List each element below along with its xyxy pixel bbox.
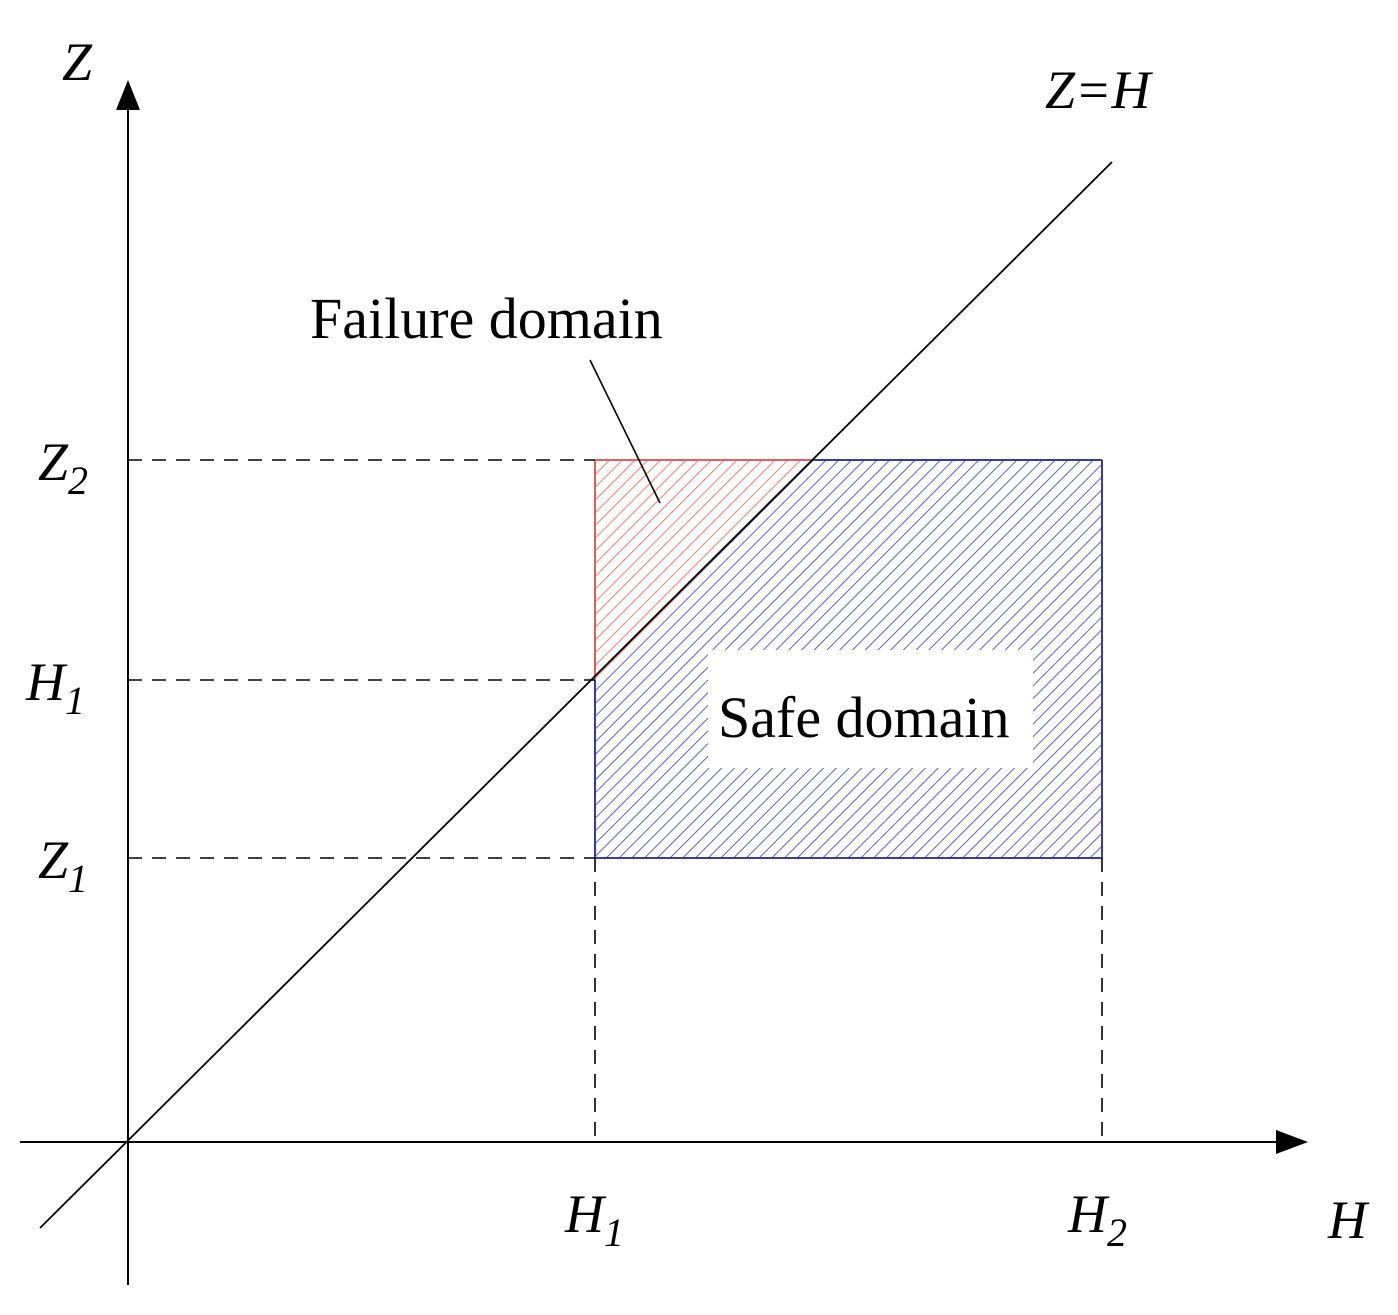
y-tick-h1: H1 (25, 652, 85, 723)
y-tick-z2: Z2 (38, 432, 88, 503)
y-tick-z1: Z1 (38, 830, 88, 901)
line-label: Z=H (1045, 60, 1153, 120)
safe-domain-label: Safe domain (718, 685, 1010, 750)
guide-lines (128, 459, 1103, 1142)
safe-label-background (708, 650, 1033, 768)
line-z-equals-h (39, 161, 1113, 1229)
failure-domain-label: Failure domain (310, 286, 663, 351)
x-axis-label: H (1327, 1190, 1370, 1250)
x-tick-h2: H2 (1067, 1184, 1127, 1255)
x-tick-h1: H1 (564, 1184, 624, 1255)
y-axis-label: Z (62, 32, 93, 92)
x-axis-arrow-icon (1276, 1130, 1308, 1154)
failure-leader-line (589, 359, 661, 504)
y-axis-arrow-icon (116, 80, 140, 110)
